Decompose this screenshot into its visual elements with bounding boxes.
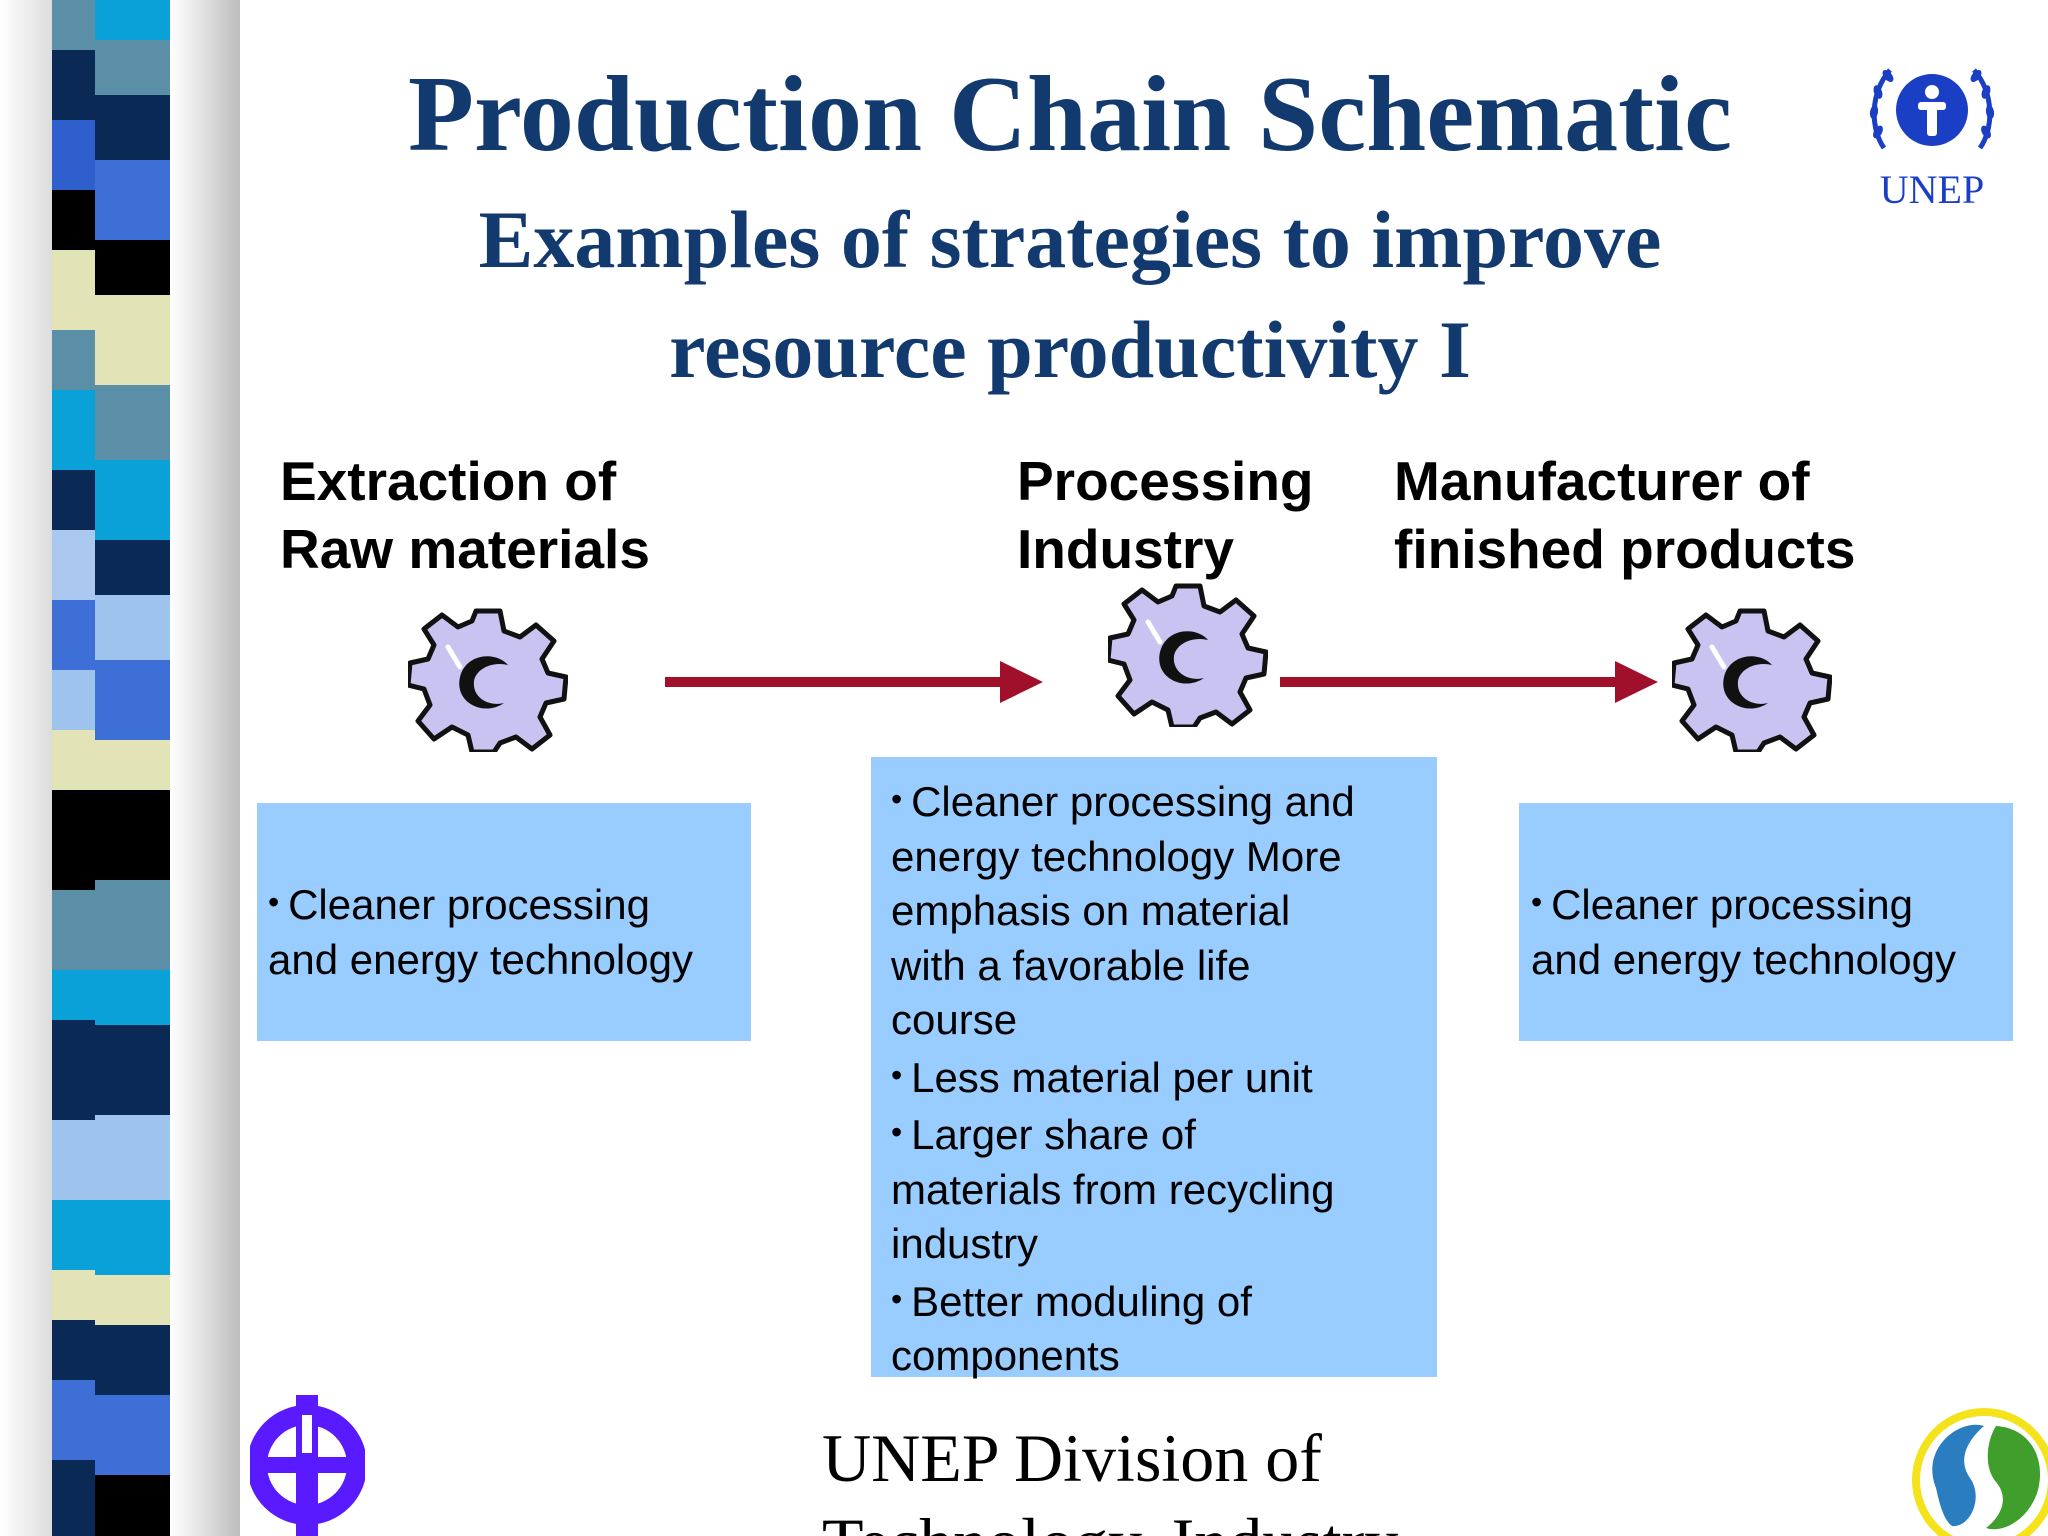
stage-extraction-heading: Extraction of Raw materials [280, 447, 650, 583]
subtitle-line-1: Examples of strategies to improve [478, 194, 1662, 285]
box-right-line-2: and energy technology [1531, 935, 1956, 983]
unep-logo: UNEP [1869, 68, 1995, 212]
box-middle-line: course [891, 996, 1018, 1043]
subtitle-line-2: resource productivity I [669, 304, 1471, 395]
box-middle-line: materials from recycling [891, 1165, 1335, 1213]
stage-1-line-2: Raw materials [280, 518, 650, 580]
stage-manufacturer-heading: Manufacturer of finished products [1394, 447, 1855, 583]
page-title: Production Chain Schematic [407, 55, 1733, 174]
stage-1-line-1: Extraction of [280, 450, 617, 512]
box-middle-line: Less material per unit [891, 1048, 1437, 1106]
gear-icon [1108, 583, 1268, 727]
box-middle-line: industry [891, 1220, 1039, 1267]
gear-icon [408, 608, 568, 752]
strategy-box-processing: Cleaner processing and energy technology… [871, 757, 1437, 1379]
decorative-stripes [0, 0, 240, 1536]
stage-3-line-2: finished products [1394, 518, 1856, 580]
stage-processing-heading: Processing Industry [1017, 447, 1314, 583]
box-middle-line: with a favorable life [891, 941, 1251, 989]
globe-logo [1912, 1408, 2048, 1536]
arrow-right-icon [665, 661, 1043, 703]
strategy-box-extraction: Cleaner processing and energy technology [257, 803, 751, 1041]
box-right-line-1: Cleaner processing [1531, 875, 2013, 933]
footer-line-2: Technology, Industry [822, 1500, 1522, 1536]
strategy-box-manufacturer: Cleaner processing and energy technology [1519, 803, 2013, 1041]
box-left-line-2: and energy technology [268, 935, 693, 983]
stage-3-line-1: Manufacturer of [1394, 450, 1810, 512]
box-left-line-1: Cleaner processing [268, 875, 751, 933]
box-middle-line: emphasis on material [891, 887, 1291, 934]
gear-icon [1672, 608, 1832, 752]
box-middle-line: Better moduling of [891, 1272, 1437, 1330]
arrow-right-icon [1280, 661, 1658, 703]
stripe-band-inner [95, 0, 170, 1536]
stripe-fade [170, 0, 240, 1536]
box-middle-line: components [891, 1332, 1120, 1379]
stage-2-line-1: Processing [1017, 450, 1314, 512]
stage-2-line-2: Industry [1017, 518, 1234, 580]
footer-text: UNEP Division of Technology, Industry [822, 1416, 1522, 1536]
unep-logo-text: UNEP [1880, 167, 1984, 212]
box-middle-line: Larger share of [891, 1105, 1437, 1163]
box-middle-line: Cleaner processing and [891, 772, 1437, 830]
box-middle-line: energy technology More [891, 832, 1342, 880]
purple-circle-logo [250, 1395, 365, 1536]
footer-line-1: UNEP Division of [822, 1420, 1322, 1496]
